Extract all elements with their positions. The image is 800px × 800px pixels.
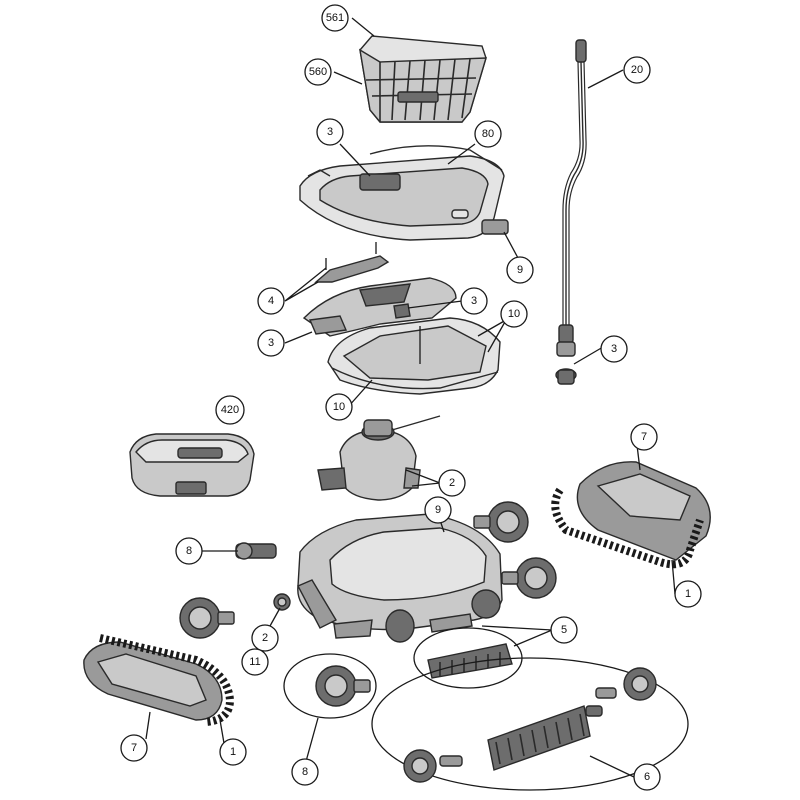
callout-3-lid: 3 [316,118,344,146]
wheel-right-upper [473,501,529,543]
svg-text:561: 561 [326,12,344,24]
callout-1-right: 1 [674,580,702,608]
svg-text:5: 5 [561,624,567,636]
svg-text:7: 7 [131,742,137,754]
callout-4: 4 [257,287,285,315]
power-supply [129,433,255,497]
callout-3-nut: 3 [600,335,628,363]
callout-7-left: 7 [120,734,148,762]
bushing-part [273,593,291,611]
svg-text:4: 4 [268,295,274,307]
chassis [297,513,503,643]
svg-text:80: 80 [482,128,494,140]
top-cover [299,145,509,241]
wheel-bottom [283,653,377,719]
svg-text:3: 3 [471,295,477,307]
callout-11: 11 [241,648,269,676]
callout-5: 5 [550,616,578,644]
svg-text:20: 20 [631,64,643,76]
svg-text:3: 3 [611,343,617,355]
svg-text:3: 3 [268,337,274,349]
svg-text:10: 10 [508,308,520,320]
svg-text:11: 11 [249,656,260,668]
upper-body-shell [327,317,501,395]
middle-cover [302,277,457,337]
svg-text:8: 8 [186,545,192,557]
svg-text:10: 10 [333,401,345,413]
svg-text:2: 2 [449,477,455,489]
svg-text:2: 2 [262,632,268,644]
svg-text:1: 1 [230,746,236,758]
brush-assembly [371,657,689,791]
svg-text:420: 420 [221,404,239,416]
callout-7-right: 7 [630,423,658,451]
svg-text:1: 1 [685,588,691,600]
callout-20: 20 [623,56,651,84]
track-right [551,461,711,569]
svg-text:9: 9 [517,264,523,276]
callout-3-cover: 3 [257,329,285,357]
callout-6: 6 [633,763,661,791]
axle-part [235,542,277,560]
callout-3-screw: 3 [460,287,488,315]
svg-text:6: 6 [644,771,650,783]
motor-unit [317,415,441,501]
leader-lines [145,17,676,778]
callout-10-upper: 10 [500,300,528,328]
svg-text:560: 560 [309,66,327,78]
callout-8-wheel: 8 [291,758,319,786]
power-cable [555,39,587,385]
svg-text:7: 7 [641,431,647,443]
callout-560: 560 [304,58,332,86]
callout-1-left: 1 [219,738,247,766]
svg-text:8: 8 [302,766,308,778]
callout-561: 561 [321,4,349,32]
callout-10-lower: 10 [325,393,353,421]
svg-text:3: 3 [327,126,333,138]
callout-2-bushing: 2 [251,624,279,652]
callout-2-motor: 2 [438,469,466,497]
wheel-left-upper [179,597,235,639]
callout-9-latch: 9 [506,256,534,284]
wheel-right-lower [501,557,557,599]
callout-80: 80 [474,120,502,148]
svg-text:9: 9 [435,504,441,516]
clip-set [413,627,523,689]
callout-420: 420 [215,395,245,425]
track-left [83,634,235,726]
handle-bar [314,242,390,283]
callout-8-axle: 8 [175,537,203,565]
filter-basket [359,35,487,123]
callout-9-chassis: 9 [424,496,452,524]
